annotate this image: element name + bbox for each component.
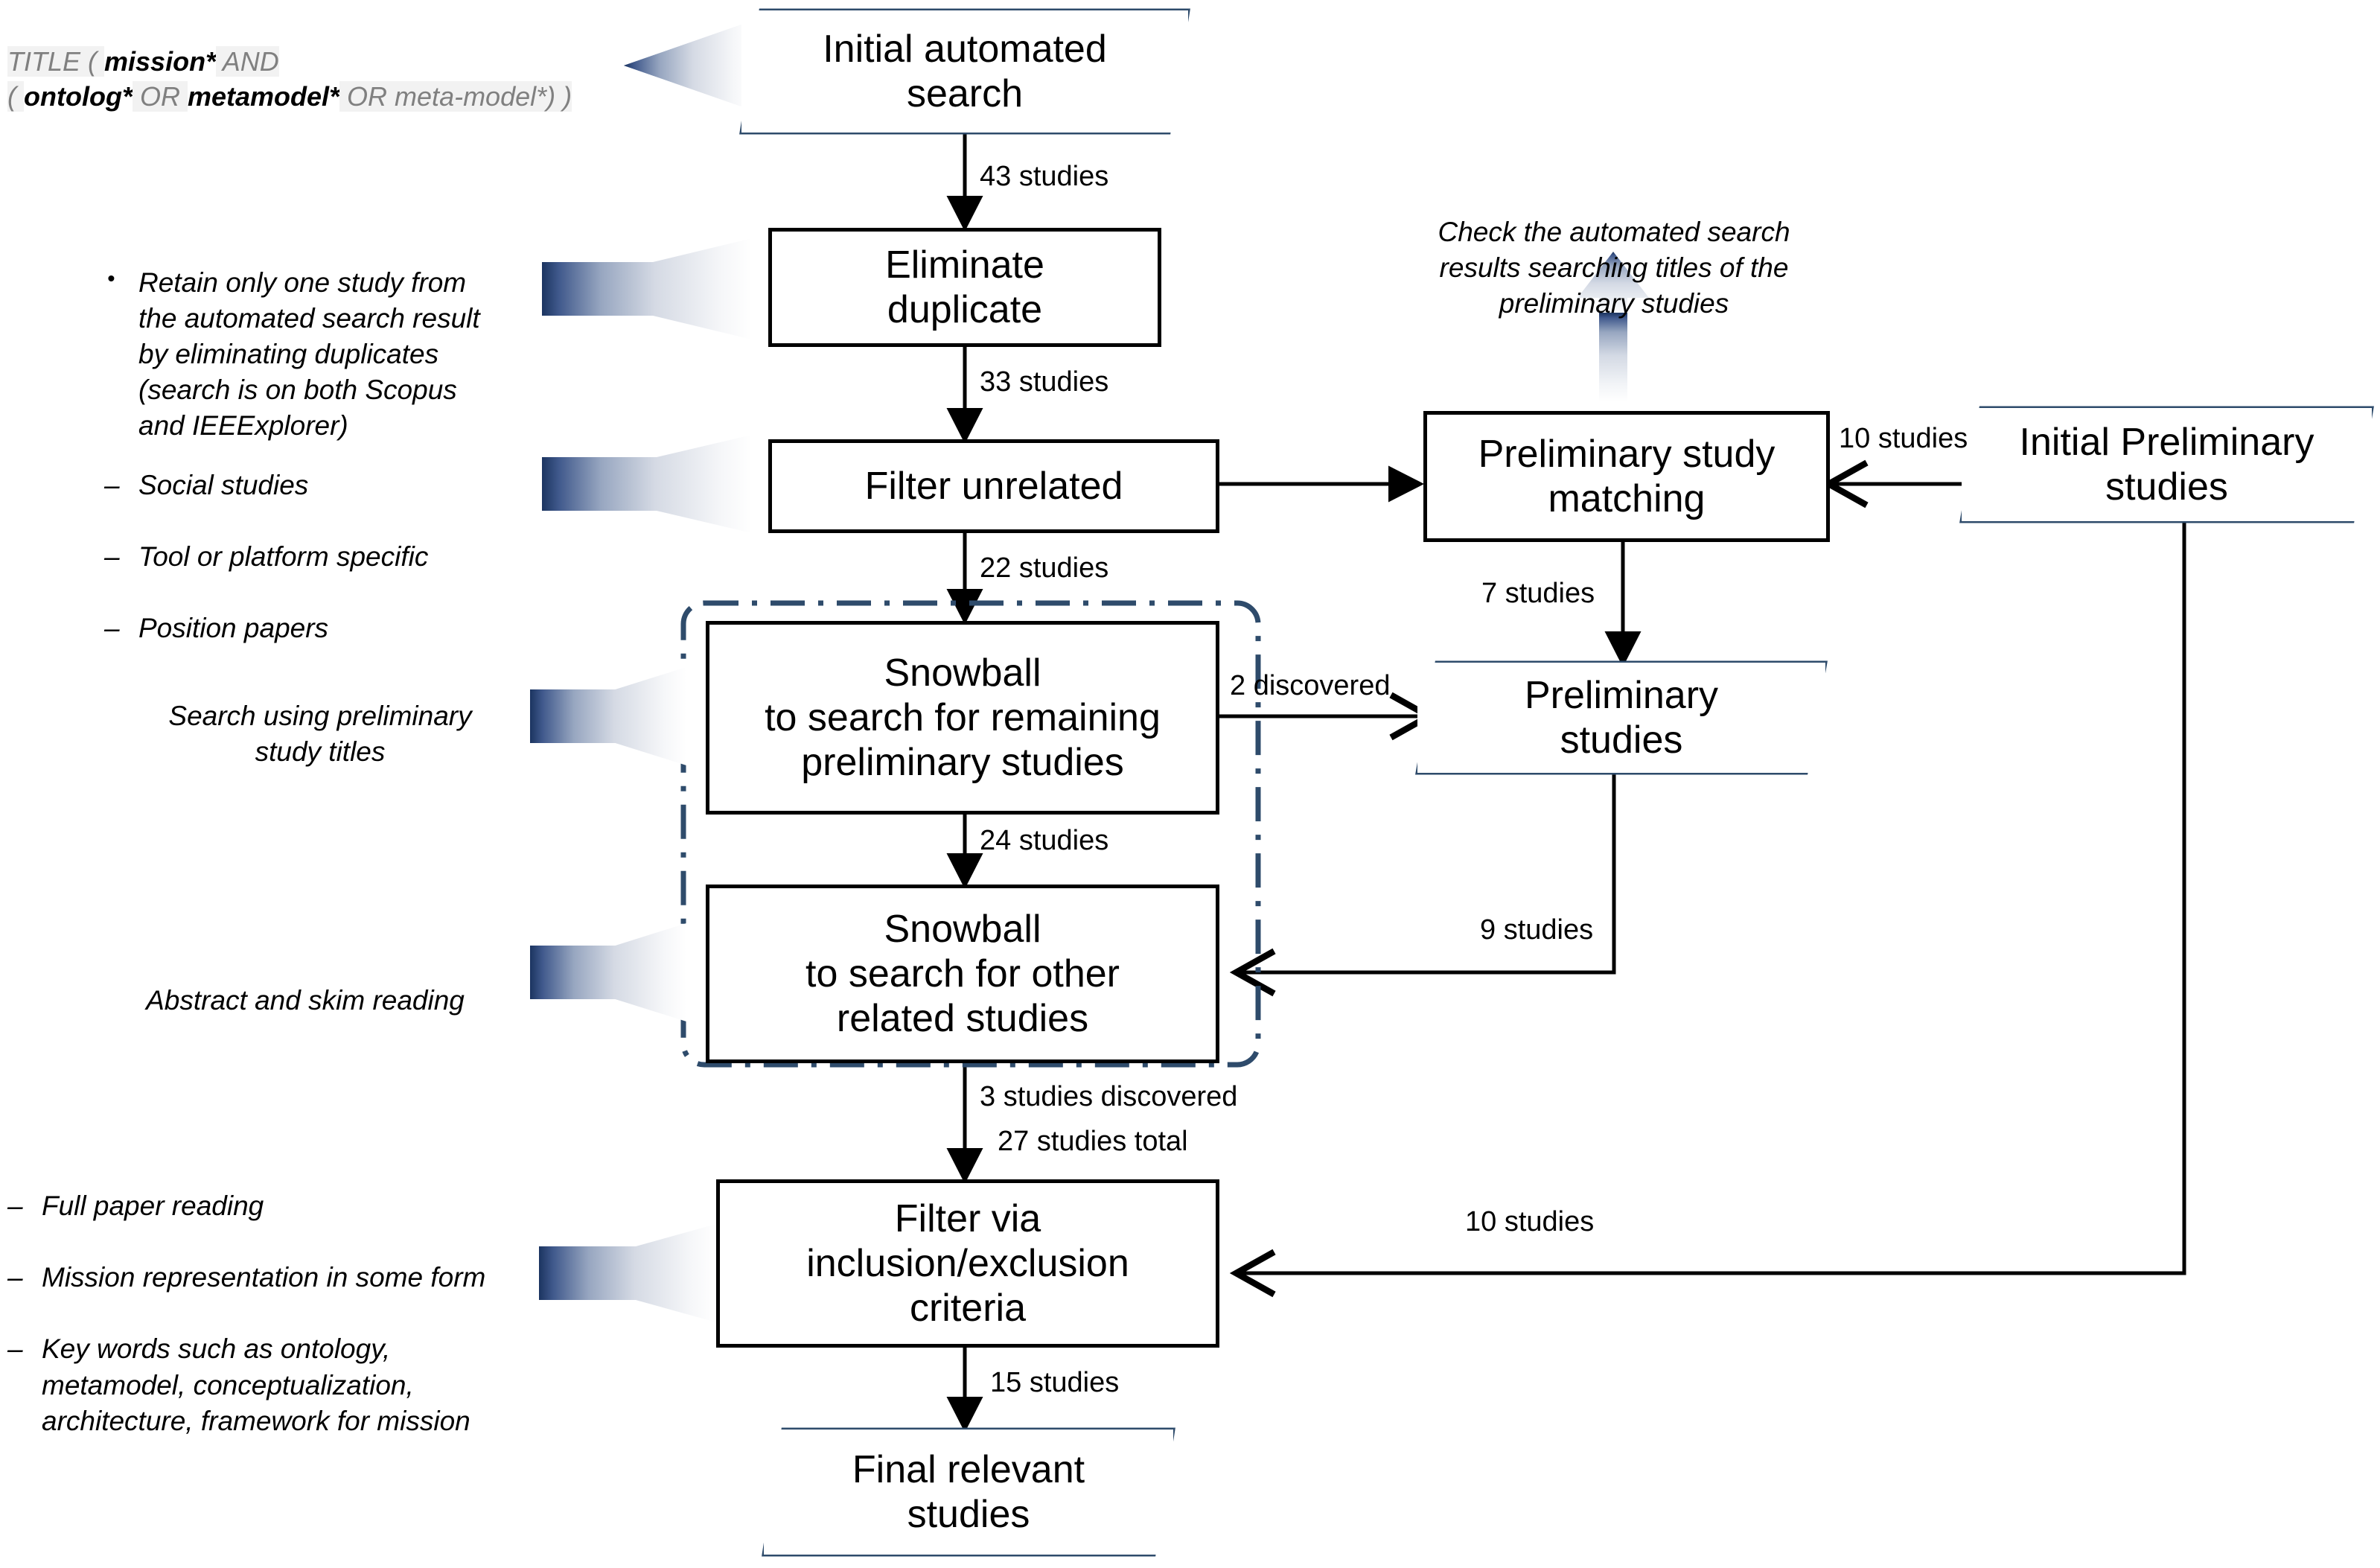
node-preliminary-study-matching[interactable]: Preliminary study matching <box>1423 411 1830 542</box>
annotation-text: Retain only one study from the automated… <box>104 265 536 444</box>
annotation-search-query: TITLE ( mission* AND ( ontolog* OR metam… <box>7 45 610 115</box>
node-snowball-preliminary[interactable]: Snowball to search for remaining prelimi… <box>706 621 1219 815</box>
node-filter-criteria[interactable]: Filter via inclusion/exclusion criteria <box>716 1179 1219 1348</box>
annotation-snowball-related: Abstract and skim reading <box>89 947 521 1019</box>
query-seg-3: AND <box>216 46 279 77</box>
edge-label-prelim-to-snowball2: 9 studies <box>1480 914 1594 946</box>
block-arrow-filter <box>542 435 752 533</box>
node-label: Preliminary study matching <box>1478 432 1776 520</box>
node-final-relevant-studies[interactable]: Final relevant studies <box>764 1430 1173 1555</box>
node-label: Initial Preliminary studies <box>2019 420 2314 509</box>
node-eliminate-duplicate[interactable]: Eliminate duplicate <box>768 228 1161 347</box>
edge-label-matching-to-prelim: 7 studies <box>1481 578 1595 609</box>
node-label: Snowball to search for remaining prelimi… <box>765 651 1161 785</box>
block-arrow-snowball2 <box>530 923 686 1022</box>
block-arrow-eliminate <box>542 238 752 340</box>
node-initial-automated-search[interactable]: Initial automated search <box>741 10 1188 133</box>
query-seg-8: OR meta-model*) ) <box>339 80 572 112</box>
annotation-item: Tool or platform specific <box>104 539 536 575</box>
annotation-text: Abstract and skim reading <box>146 985 465 1016</box>
block-arrow-snowball1 <box>530 667 686 765</box>
node-label: Filter unrelated <box>864 464 1123 508</box>
annotation-eliminate-duplicate: Retain only one study from the automated… <box>104 229 536 480</box>
query-seg-4: ( <box>7 80 24 112</box>
node-label: Preliminary studies <box>1524 673 1719 762</box>
annotation-filter-criteria: Full paper reading Mission representatio… <box>7 1153 529 1475</box>
annotation-filter-unrelated: Social studies Tool or platform specific… <box>104 432 536 683</box>
annotation-text: Search using preliminary study titles <box>168 701 472 768</box>
edge-label-initial-prelim-to-matching: 10 studies <box>1839 423 1968 454</box>
query-seg-2: mission* <box>104 46 217 77</box>
annotation-item: Social studies <box>104 468 536 503</box>
annotation-item: Full paper reading <box>7 1188 529 1224</box>
query-seg-5: ontolog* <box>24 80 133 112</box>
edge-label-initial-prelim-to-criteria: 10 studies <box>1465 1206 1595 1237</box>
query-seg-7: metamodel* <box>187 80 340 112</box>
edge-label-snowball2-out-b: 27 studies total <box>998 1126 1188 1157</box>
edge-label-filter-to-snowball: 22 studies <box>980 552 1109 584</box>
node-label: Initial automated search <box>823 27 1107 115</box>
annotation-preliminary-matching: Check the automated search results searc… <box>1376 179 1852 322</box>
annotation-snowball-preliminary: Search using preliminary study titles <box>112 663 529 770</box>
block-arrow-criteria <box>539 1224 716 1322</box>
annotation-text: Check the automated search results searc… <box>1438 217 1790 319</box>
edge-label-snowball1-to-snowball2: 24 studies <box>980 825 1109 856</box>
node-label: Snowball to search for other related stu… <box>805 907 1120 1041</box>
edge-label-search-to-eliminate: 43 studies <box>980 161 1109 192</box>
edge-label-eliminate-to-filter: 33 studies <box>980 366 1109 398</box>
annotation-item: Key words such as ontology, metamodel, c… <box>7 1331 529 1438</box>
node-label: Eliminate duplicate <box>885 243 1044 331</box>
edge-label-criteria-to-final: 15 studies <box>990 1367 1120 1398</box>
edge-label-snowball2-out-a: 3 studies discovered <box>980 1081 1238 1112</box>
query-seg-1: TITLE ( <box>7 46 105 77</box>
edge-label-snowball1-to-prelim: 2 discovered <box>1230 670 1391 701</box>
node-initial-preliminary-studies[interactable]: Initial Preliminary studies <box>1962 408 2372 521</box>
annotation-item: Mission representation in some form <box>7 1260 529 1295</box>
node-label: Filter via inclusion/exclusion criteria <box>806 1196 1129 1330</box>
node-preliminary-studies[interactable]: Preliminary studies <box>1417 663 1825 773</box>
block-arrow-query <box>624 21 752 110</box>
node-filter-unrelated[interactable]: Filter unrelated <box>768 439 1219 533</box>
node-snowball-related[interactable]: Snowball to search for other related stu… <box>706 885 1219 1063</box>
node-label: Final relevant studies <box>852 1447 1085 1536</box>
annotation-item: Position papers <box>104 611 536 646</box>
query-seg-6: OR <box>132 80 188 112</box>
